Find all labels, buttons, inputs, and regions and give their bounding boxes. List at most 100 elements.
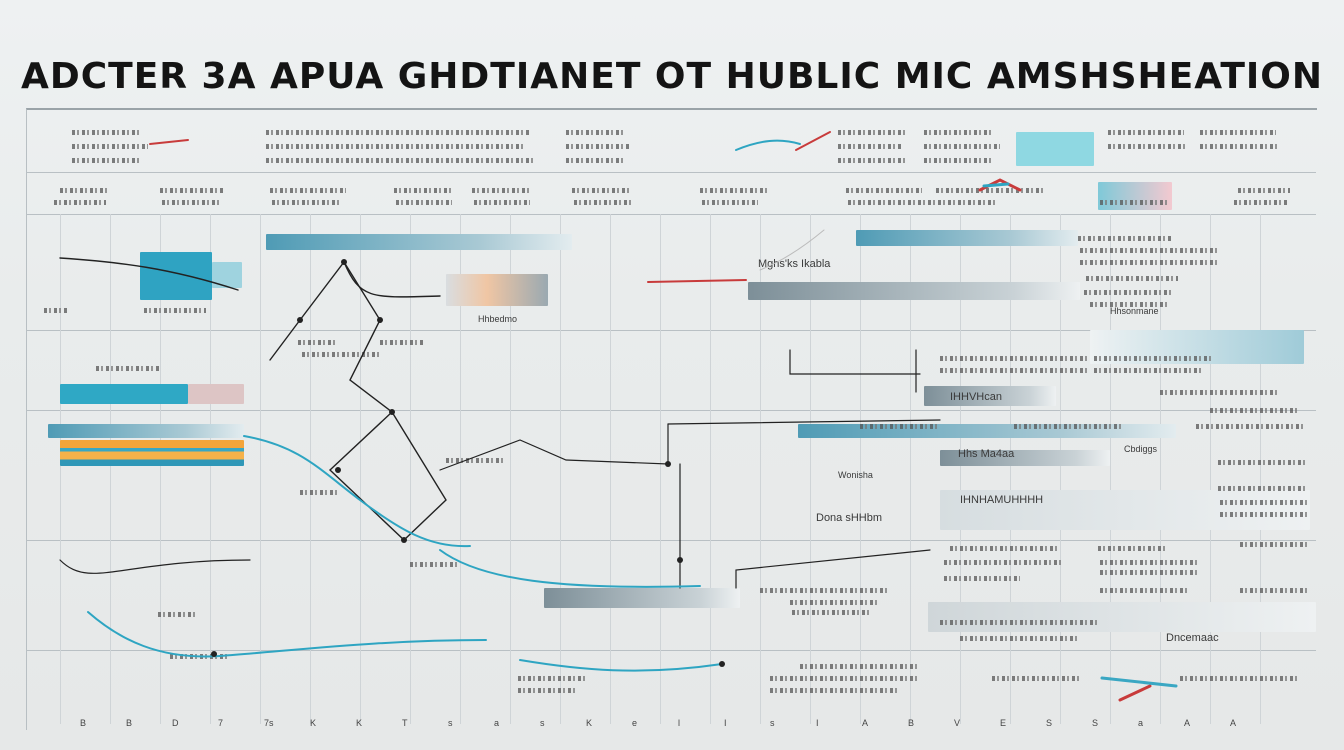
- node: [677, 557, 683, 563]
- grid-line: [910, 214, 911, 724]
- x-tick-label: s: [540, 718, 545, 728]
- x-tick-label: I: [724, 718, 727, 728]
- row-divider: [26, 650, 1316, 651]
- illegible-text: [566, 130, 626, 135]
- illegible-text: [572, 188, 632, 193]
- dark-path: [667, 419, 941, 425]
- x-tick-label: A: [862, 718, 869, 728]
- x-tick-label: D: [172, 718, 179, 728]
- label: Hhbedmo: [478, 314, 518, 324]
- illegible-text: [944, 560, 1064, 565]
- illegible-text: [1196, 424, 1306, 429]
- node: [341, 259, 347, 265]
- illegible-text: [1218, 486, 1308, 491]
- illegible-text: [472, 188, 532, 193]
- node: [719, 661, 725, 667]
- illegible-text: [790, 600, 880, 605]
- illegible-text: [1086, 276, 1178, 281]
- grid-line: [210, 214, 211, 724]
- grid-line: [860, 214, 861, 724]
- grid-line: [360, 214, 361, 724]
- teal-bar: [60, 384, 188, 404]
- illegible-text: [940, 368, 1090, 373]
- pink-swatch: [1098, 182, 1172, 210]
- illegible-text: [1234, 200, 1288, 205]
- illegible-text: [394, 188, 454, 193]
- teal-path: [439, 549, 701, 588]
- x-tick-label: a: [1138, 718, 1144, 728]
- illegible-text: [54, 200, 106, 205]
- illegible-text: [1100, 200, 1170, 205]
- illegible-text: [944, 576, 1020, 581]
- grid-line: [810, 214, 811, 724]
- header-divider-2: [26, 214, 1316, 215]
- illegible-text: [302, 352, 382, 357]
- label: Wonisha: [838, 470, 873, 480]
- dark-path: [59, 257, 239, 291]
- illegible-text: [1090, 302, 1170, 307]
- illegible-text: [72, 158, 142, 163]
- page-title: ADCTER 3A APUA GHDTIANET OT HUBLIC MIC A…: [20, 56, 1324, 97]
- illegible-text: [1098, 546, 1168, 551]
- grid-line: [460, 214, 461, 724]
- illegible-text: [72, 130, 142, 135]
- red-path: [149, 139, 189, 145]
- red-path: [1118, 684, 1152, 702]
- illegible-text: [940, 620, 1100, 625]
- grid-line: [660, 214, 661, 724]
- header-bar: [266, 234, 572, 250]
- x-tick-label: B: [80, 718, 87, 728]
- illegible-text: [144, 308, 206, 313]
- grid-line: [1010, 214, 1011, 724]
- illegible-text: [760, 588, 890, 593]
- illegible-text: [60, 188, 110, 193]
- illegible-text: [702, 200, 758, 205]
- dark-path: [343, 261, 441, 298]
- grid-line: [560, 214, 561, 724]
- label: Mghs'ks Ikabla: [758, 258, 831, 270]
- x-tick-label: 7: [218, 718, 224, 728]
- illegible-text: [1108, 130, 1184, 135]
- cyan-swatch: [1016, 132, 1094, 166]
- illegible-text: [924, 144, 1000, 149]
- illegible-text: [266, 144, 526, 149]
- dark-path: [59, 559, 251, 574]
- illegible-text: [1240, 542, 1310, 547]
- illegible-text: [44, 308, 68, 313]
- illegible-text: [270, 188, 346, 193]
- node: [665, 461, 671, 467]
- illegible-text: [1180, 676, 1300, 681]
- row-divider: [26, 410, 1316, 411]
- x-tick-label: K: [310, 718, 317, 728]
- illegible-text: [860, 424, 940, 429]
- illegible-text: [1094, 368, 1204, 373]
- illegible-text: [1220, 512, 1310, 517]
- illegible-text: [474, 200, 530, 205]
- illegible-text: [518, 676, 588, 681]
- illegible-text: [770, 688, 900, 693]
- red-path: [647, 279, 747, 283]
- teal-path: [519, 659, 723, 672]
- red-path: [795, 131, 831, 151]
- grid-line: [510, 214, 511, 724]
- grid-line: [1110, 214, 1111, 724]
- grid-line: [410, 214, 411, 724]
- label: IHHVHcan: [950, 391, 1002, 403]
- node: [335, 467, 341, 473]
- grey-band: [940, 490, 1310, 530]
- illegible-text: [410, 562, 460, 567]
- illegible-text: [162, 200, 222, 205]
- grid-line: [1060, 214, 1061, 724]
- grid-line: [1260, 214, 1261, 724]
- x-tick-label: S: [1046, 718, 1053, 728]
- illegible-text: [1240, 588, 1310, 593]
- illegible-text: [566, 144, 630, 149]
- illegible-text: [992, 676, 1082, 681]
- label: IHNHAMUHHHH: [960, 494, 1044, 506]
- illegible-text: [1080, 248, 1220, 253]
- grid-line: [960, 214, 961, 724]
- grey-band: [928, 602, 1316, 632]
- illegible-text: [566, 158, 626, 163]
